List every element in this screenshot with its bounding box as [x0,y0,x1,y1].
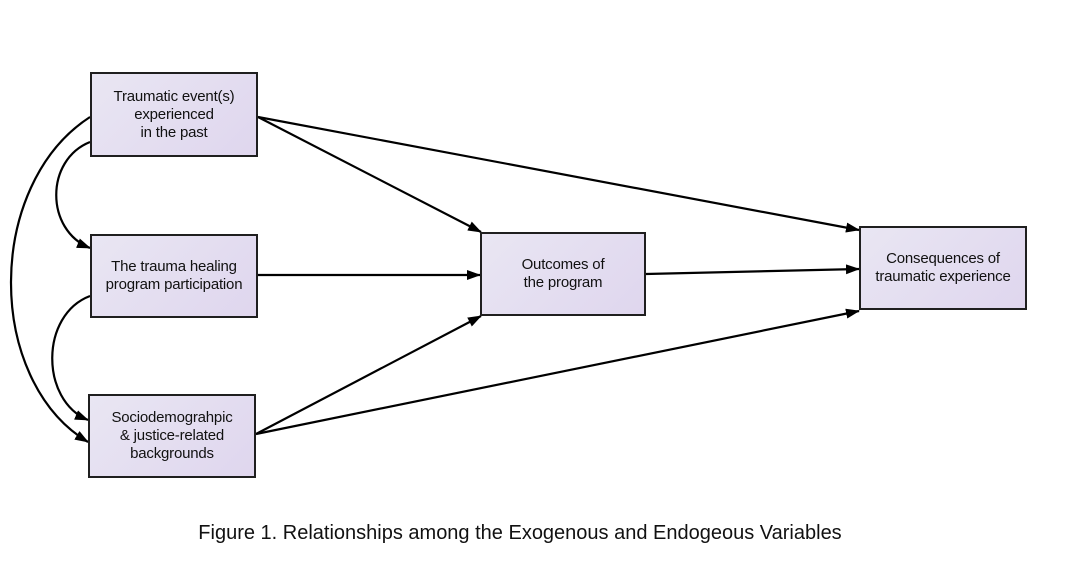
arrow-socio-to-outcomes [255,315,482,435]
arrow-traumatic-to-outcomes [257,116,482,233]
arrow-traumatic-to-consequences [257,115,860,233]
node-consequences-label: Consequences of traumatic experience [875,250,1011,285]
node-sociodemographic-label: Sociodemograhpic & justice-related backg… [111,409,233,462]
correlation-traumatic-socio [10,105,104,443]
node-program-participation: The trauma healing program participation [90,234,258,318]
arrow-socio-to-consequences [255,308,860,436]
figure-caption: Figure 1. Relationships among the Exogen… [198,522,842,544]
node-outcomes: Outcomes of the program [480,232,646,316]
node-traumatic-event: Traumatic event(s) experienced in the pa… [90,72,258,157]
correlation-program-socio [51,286,104,422]
arrow-outcomes-to-consequences [645,264,860,276]
correlation-traumatic-program [55,132,104,250]
node-consequences: Consequences of traumatic experience [859,226,1027,310]
node-sociodemographic: Sociodemograhpic & justice-related backg… [88,394,256,478]
node-traumatic-event-label: Traumatic event(s) experienced in the pa… [113,87,235,141]
node-program-participation-label: The trauma healing program participation [105,258,243,293]
node-outcomes-label: Outcomes of the program [521,256,605,291]
